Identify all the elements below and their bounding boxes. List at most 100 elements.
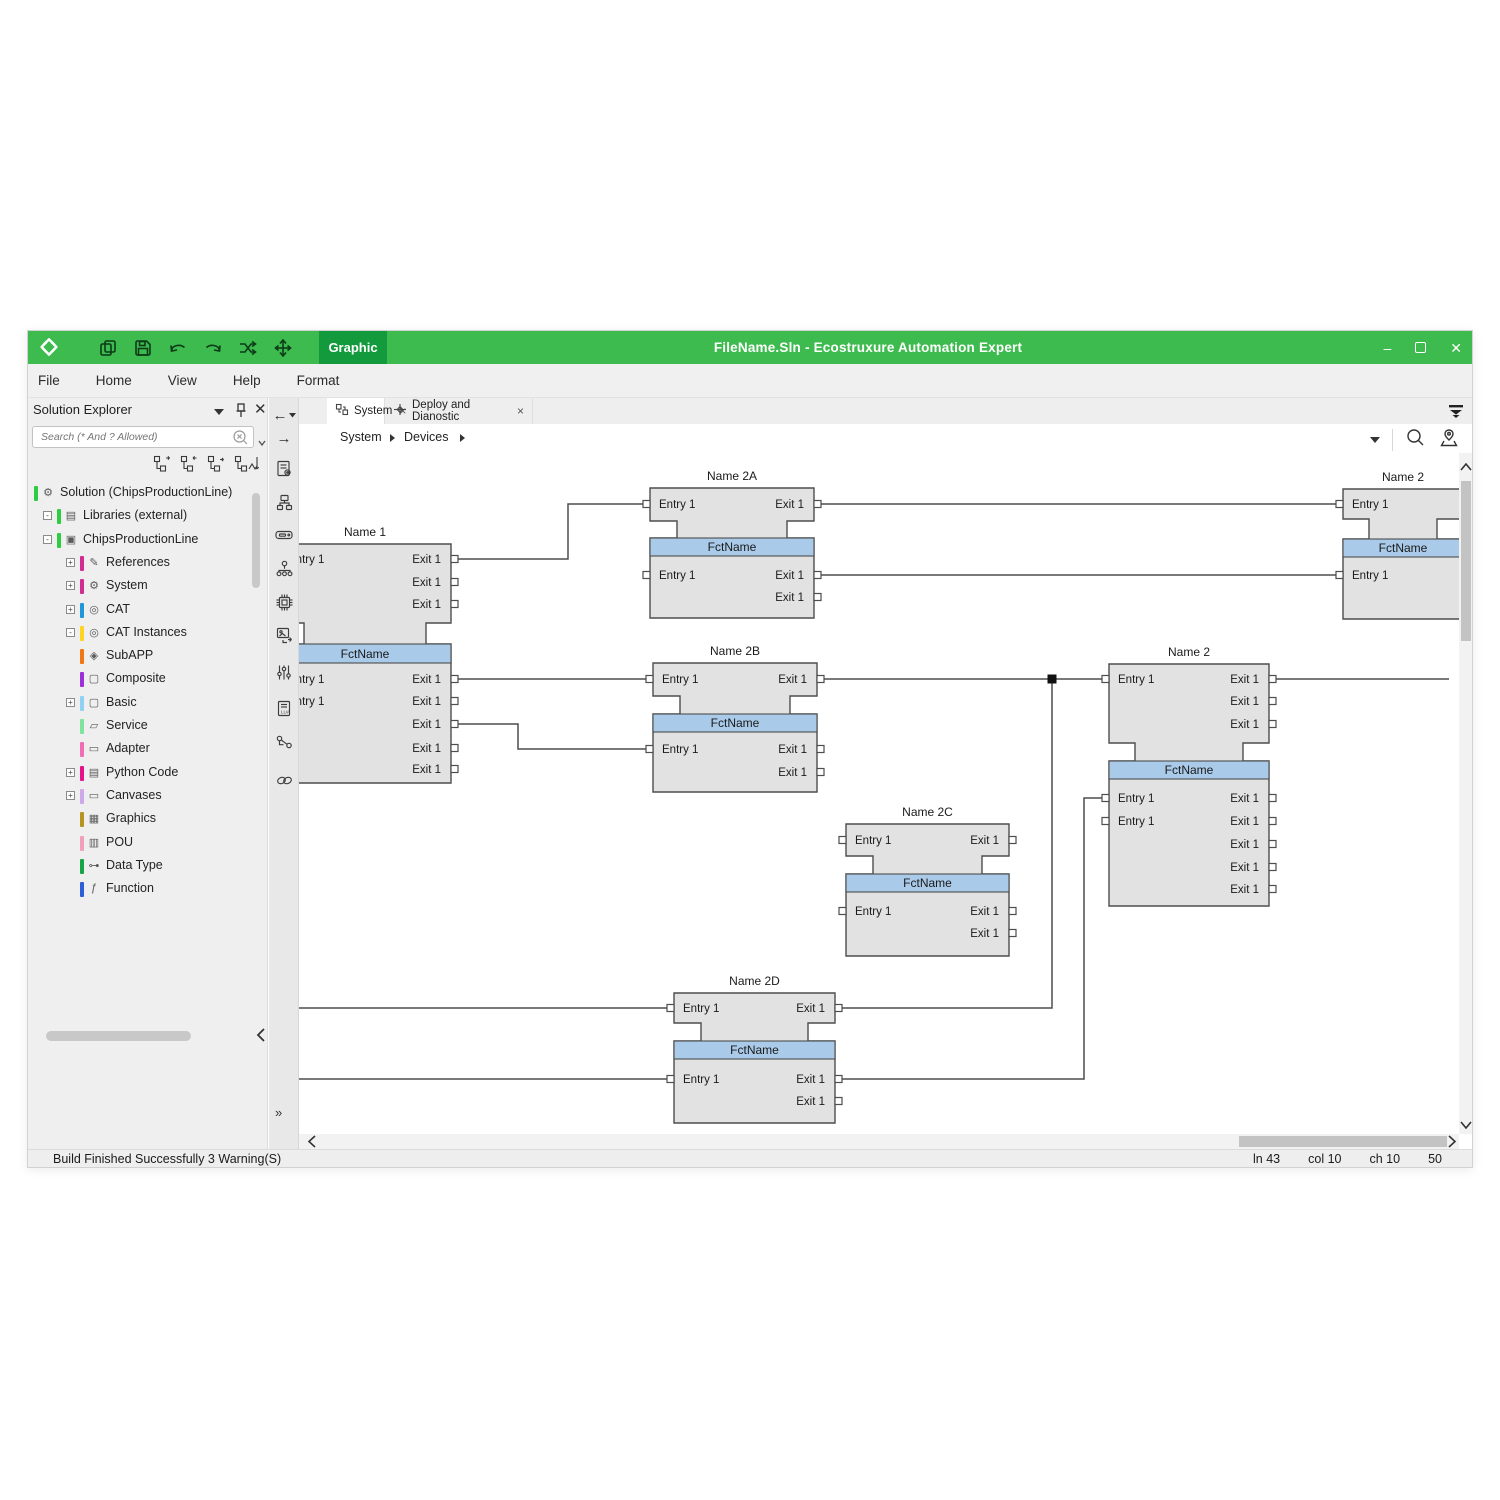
search-clear-icon[interactable] xyxy=(232,429,249,451)
sidebar-item-pou[interactable]: ▥POU xyxy=(28,832,268,855)
tab-close-icon[interactable]: × xyxy=(516,404,524,418)
exit-port[interactable] xyxy=(450,743,459,753)
back-icon[interactable]: ← xyxy=(269,403,299,427)
menu-format[interactable]: Format xyxy=(296,373,340,388)
entry-port[interactable] xyxy=(645,674,654,684)
tree-sync-icon[interactable] xyxy=(233,454,260,474)
panel-close-icon[interactable]: ✕ xyxy=(254,401,267,418)
scroll-down-icon[interactable] xyxy=(1460,1117,1472,1135)
connection-wire[interactable] xyxy=(842,679,1053,1009)
pin-icon[interactable] xyxy=(234,402,248,423)
menu-home[interactable]: Home xyxy=(95,373,132,388)
sidebar-item-adapter[interactable]: ▭Adapter xyxy=(28,738,268,761)
entry-port[interactable] xyxy=(1101,793,1110,803)
undo-icon[interactable] xyxy=(166,336,190,360)
network-icon[interactable] xyxy=(269,490,299,514)
entry-port[interactable] xyxy=(666,1074,675,1084)
chain-icon[interactable] xyxy=(269,768,299,792)
minimize-button[interactable]: – xyxy=(1383,339,1392,356)
locate-icon[interactable] xyxy=(1438,427,1460,453)
scroll-right-icon[interactable] xyxy=(1447,1135,1457,1149)
menu-file[interactable]: File xyxy=(38,373,60,388)
collapse-all-icon[interactable] xyxy=(1446,402,1466,425)
branch-icon[interactable] xyxy=(236,336,260,360)
exit-port[interactable] xyxy=(450,554,459,564)
copy-icon[interactable] xyxy=(96,336,120,360)
exit-port[interactable] xyxy=(1268,674,1277,684)
expand-icon[interactable]: + xyxy=(66,767,75,777)
exit-port[interactable] xyxy=(450,599,459,609)
menu-view[interactable]: View xyxy=(167,373,197,388)
horizontal-scrollbar[interactable] xyxy=(299,1134,1459,1149)
sliders-icon[interactable] xyxy=(269,660,299,684)
entry-port[interactable] xyxy=(1335,499,1344,509)
chip-icon[interactable] xyxy=(269,590,299,614)
collapse-icon[interactable]: - xyxy=(43,511,52,521)
tree-collapse-icon[interactable] xyxy=(152,454,172,474)
search-canvas-icon[interactable] xyxy=(1405,427,1426,453)
tree-right-icon[interactable] xyxy=(206,454,226,474)
scroll-up-icon[interactable] xyxy=(1460,459,1472,477)
entry-port[interactable] xyxy=(1335,570,1344,580)
tree-horizontal-scrollbar[interactable] xyxy=(46,1031,191,1041)
sidebar-item-libraries-external[interactable]: -▤Libraries (external) xyxy=(28,505,268,528)
entry-port[interactable] xyxy=(666,1003,675,1013)
entry-port[interactable] xyxy=(642,570,651,580)
sidebar-item-cat[interactable]: +◎CAT xyxy=(28,599,268,622)
exit-port[interactable] xyxy=(816,674,825,684)
exit-port[interactable] xyxy=(450,719,459,729)
exit-port[interactable] xyxy=(816,767,825,777)
entry-port[interactable] xyxy=(645,744,654,754)
exit-port[interactable] xyxy=(1008,906,1017,916)
scroll-left-icon[interactable] xyxy=(307,1135,317,1149)
exit-port[interactable] xyxy=(450,696,459,706)
maximize-button[interactable] xyxy=(1415,342,1427,353)
sidebar-item-data-type[interactable]: ⊶Data Type xyxy=(28,855,268,878)
exit-port[interactable] xyxy=(1268,816,1277,826)
exit-port[interactable] xyxy=(450,577,459,587)
connection-wire[interactable] xyxy=(458,723,646,750)
sidebar-item-system[interactable]: +⚙System xyxy=(28,575,268,598)
report-icon[interactable] xyxy=(269,456,299,480)
vertical-scrollbar[interactable] xyxy=(1459,453,1472,1135)
link-icon[interactable] xyxy=(269,730,299,754)
close-button[interactable]: ✕ xyxy=(1450,339,1462,356)
sidebar-item-solution-chipsproductionline[interactable]: ⚙Solution (ChipsProductionLine) xyxy=(28,482,268,505)
exit-port[interactable] xyxy=(1268,719,1277,729)
panel-dropdown-icon[interactable] xyxy=(214,409,224,415)
entry-port[interactable] xyxy=(1101,816,1110,826)
expand-icon[interactable]: + xyxy=(66,557,75,567)
exit-port[interactable] xyxy=(813,592,822,602)
sidebar-item-cat-instances[interactable]: -◎CAT Instances xyxy=(28,622,268,645)
lua-doc-icon[interactable]: LUA xyxy=(269,696,299,720)
move-icon[interactable] xyxy=(271,336,295,360)
expand-icon[interactable]: + xyxy=(66,604,75,614)
expand-icon[interactable]: + xyxy=(66,581,75,591)
entry-port[interactable] xyxy=(838,835,847,845)
exit-port[interactable] xyxy=(1268,696,1277,706)
exit-port[interactable] xyxy=(1268,884,1277,894)
breadcrumb-system[interactable]: System xyxy=(340,430,382,444)
exit-port[interactable] xyxy=(813,570,822,580)
sidebar-item-canvases[interactable]: +▭Canvases xyxy=(28,785,268,808)
entry-port[interactable] xyxy=(642,499,651,509)
menu-help[interactable]: Help xyxy=(232,373,261,388)
sidebar-item-service[interactable]: ▱Service xyxy=(28,715,268,738)
save-icon[interactable] xyxy=(131,336,155,360)
exit-port[interactable] xyxy=(1268,793,1277,803)
collapse-icon[interactable]: - xyxy=(66,627,75,637)
tab-system[interactable]: System× xyxy=(327,398,406,424)
exit-port[interactable] xyxy=(450,764,459,774)
connection-wire[interactable] xyxy=(458,503,643,560)
redo-icon[interactable] xyxy=(201,336,225,360)
connection-wire[interactable] xyxy=(842,797,1102,1080)
sidebar-item-composite[interactable]: ▢Composite xyxy=(28,668,268,691)
tab-close-icon[interactable]: × xyxy=(399,404,407,418)
